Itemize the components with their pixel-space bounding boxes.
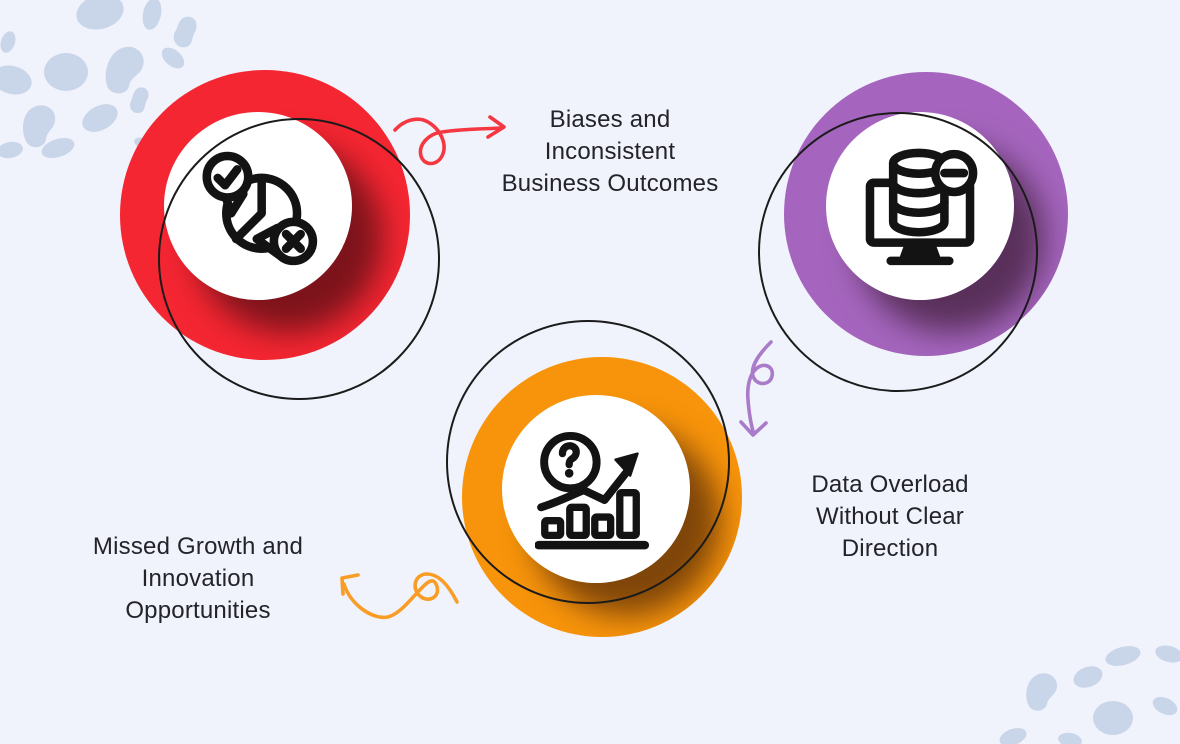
label-missed-growth: Missed Growth and Innovation Opportuniti… bbox=[30, 531, 366, 627]
loop-arrow-to-biases-label bbox=[390, 96, 512, 184]
corner-blobs-bottom-right-decoration bbox=[999, 645, 1180, 744]
corner-blobs-top-left-decoration bbox=[0, 0, 197, 159]
label-missed-growth-line-2: Innovation bbox=[141, 565, 255, 592]
outline-circle-data-overload bbox=[758, 112, 1038, 392]
label-biases-line-3: Business Outcomes bbox=[501, 170, 719, 197]
label-biases: Biases and Inconsistent Business Outcome… bbox=[440, 104, 780, 200]
label-biases-line-2: Inconsistent bbox=[544, 138, 676, 165]
label-data-overload-line-1: Data Overload bbox=[811, 471, 969, 498]
label-data-overload-line-2: Without Clear bbox=[816, 503, 964, 530]
label-data-overload-line-3: Direction bbox=[841, 535, 939, 562]
label-data-overload: Data Overload Without Clear Direction bbox=[745, 469, 1035, 565]
outline-circle-biases bbox=[158, 118, 440, 400]
label-missed-growth-line-3: Opportunities bbox=[125, 597, 271, 624]
outline-circle-missed-growth bbox=[446, 320, 730, 604]
label-biases-line-1: Biases and bbox=[549, 106, 671, 133]
loop-arrow-to-overload-label bbox=[735, 336, 793, 442]
loop-arrow-to-missed-label bbox=[330, 556, 459, 622]
label-missed-growth-line-1: Missed Growth and bbox=[92, 533, 304, 560]
